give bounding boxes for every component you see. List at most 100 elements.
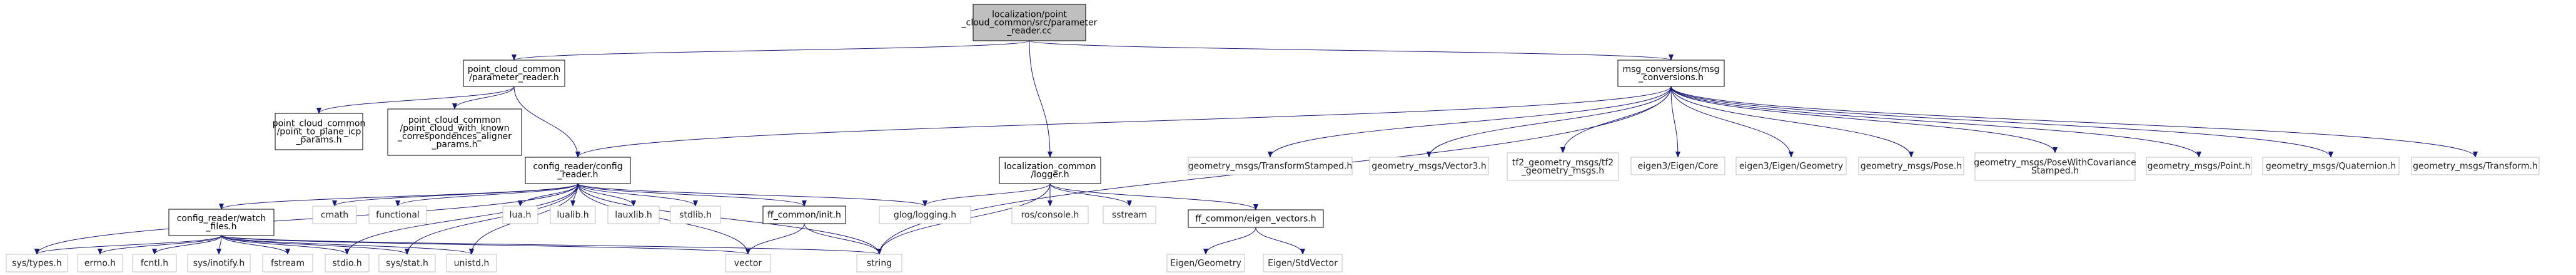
node-box-quat — [2262, 157, 2400, 175]
node-pose: geometry_msgs/Pose.h — [1858, 157, 1964, 175]
node-eigengeom: Eigen/Geometry — [1166, 254, 1245, 272]
edge-configreader-to-string — [577, 183, 882, 255]
node-label-icp-line-0: point_cloud_common — [273, 119, 366, 129]
node-label-configreader-line-1: _reader.h — [557, 170, 599, 180]
node-box-logger — [999, 157, 1101, 184]
node-box-eigengeom3 — [1735, 157, 1847, 175]
node-box-rosconsole — [1011, 205, 1089, 224]
node-box-string — [856, 254, 902, 272]
node-box-eigencore — [1630, 157, 1725, 175]
edge-msgconv-to-quat — [1670, 86, 2333, 158]
node-box-sstream — [1103, 205, 1156, 224]
node-label-lua-line-0: lua.h — [510, 210, 532, 221]
node-label-eigengeom-line-0: Eigen/Geometry — [1170, 259, 1241, 269]
node-lauxlib: lauxlib.h — [607, 205, 660, 224]
node-rosconsole: ros/console.h — [1011, 205, 1089, 224]
node-label-cmath-line-0: cmath — [321, 210, 348, 221]
node-label-root-line-0: localization/point — [992, 10, 1067, 20]
edge-watch-to-stdio — [221, 235, 350, 255]
node-pccpr[interactable]: point_cloud_common/parameter_reader.h — [463, 60, 565, 87]
node-label-msgconv-line-0: msg_conversions/msg — [1622, 65, 1719, 75]
node-box-stdio — [325, 254, 370, 272]
node-tf2: tf2_geometry_msgs/tf2_geometry_msgs.h — [1507, 152, 1619, 181]
node-ffeigen[interactable]: ff_common/eigen_vectors.h — [1188, 209, 1324, 228]
node-label-tf2-line-0: tf2_geometry_msgs/tf2 — [1512, 158, 1614, 168]
node-label-posecov-line-1: Stamped.h — [2031, 166, 2079, 176]
node-tfstamped: geometry_msgs/TransformStamped.h — [1188, 157, 1353, 175]
node-label-glog-line-0: glog/logging.h — [894, 210, 956, 221]
node-label-logger-line-0: localization_common — [1004, 162, 1096, 172]
node-label-known-line-2: _correspondences_aligner — [397, 132, 512, 142]
node-box-known — [387, 108, 522, 156]
node-label-pccpr-line-0: point_cloud_common — [468, 65, 561, 75]
node-box-sysstat — [378, 254, 436, 272]
node-watch[interactable]: config_reader/watch_files.h — [168, 209, 275, 236]
node-eigengeom3: eigen3/Eigen/Geometry — [1735, 157, 1847, 175]
edge-ffeigen-to-eigengeom — [1203, 227, 1256, 255]
node-label-pccpr-line-1: /parameter_reader.h — [469, 73, 559, 83]
node-unistd: unistd.h — [446, 254, 497, 272]
node-errno: errno.h — [77, 254, 123, 272]
node-box-eigengeom — [1166, 254, 1245, 272]
node-label-eigenstd-line-0: Eigen/StdVector — [1268, 259, 1338, 269]
node-vector: vector — [725, 254, 771, 272]
node-label-systypes-line-0: sys/types.h — [12, 259, 61, 269]
edge-root-to-pccpr — [512, 40, 1030, 61]
edge-msgconv-to-tfstamped — [1268, 86, 1672, 158]
node-box-fcntl — [132, 254, 177, 272]
node-known[interactable]: point_cloud_common/point_cloud_with_know… — [387, 108, 522, 156]
node-box-tf2 — [1507, 152, 1619, 181]
node-box-cmath — [312, 205, 357, 224]
node-lualib: lualib.h — [550, 205, 596, 224]
node-functional: functional — [368, 205, 427, 224]
edge-ffeigen-to-eigenstd — [1255, 227, 1305, 255]
edge-root-to-msgconv — [1029, 40, 1674, 61]
node-ffinit[interactable]: ff_common/init.h — [762, 205, 846, 224]
node-box-stdlib — [670, 205, 721, 224]
edge-configreader-to-cmath — [332, 183, 578, 207]
node-stdlib: stdlib.h — [670, 205, 721, 224]
edge-msgconv-to-pose — [1670, 86, 1914, 158]
node-string: string — [856, 254, 902, 272]
node-sysstat: sys/stat.h — [378, 254, 436, 272]
node-label-icp-line-1: /point_to_plane_icp — [277, 127, 361, 137]
node-box-unistd — [446, 254, 497, 272]
node-box-ffeigen — [1188, 209, 1324, 228]
node-label-functional-line-0: functional — [376, 210, 420, 221]
node-msgconv[interactable]: msg_conversions/msg_conversions.h — [1617, 60, 1725, 87]
node-fcntl: fcntl.h — [132, 254, 177, 272]
node-label-tfstamped-line-0: geometry_msgs/TransformStamped.h — [1188, 162, 1353, 172]
node-root[interactable]: localization/point_cloud_common/src/para… — [961, 4, 1098, 41]
node-icp[interactable]: point_cloud_common/point_to_plane_icp_pa… — [273, 113, 366, 150]
edge-watch-to-string — [221, 235, 882, 255]
edge-configreader-to-sysstat — [405, 183, 578, 255]
edge-msgconv-to-eigencore — [1670, 86, 1680, 158]
node-glog: glog/logging.h — [879, 205, 971, 224]
edge-watch-to-fstream — [221, 235, 290, 255]
node-label-configreader-line-0: config_reader/config — [533, 162, 622, 172]
node-label-transform-line-0: geometry_msgs/Transform.h — [2413, 162, 2538, 172]
node-box-ffinit — [762, 205, 846, 224]
node-box-transform — [2411, 157, 2540, 175]
node-box-msgconv — [1617, 60, 1725, 87]
edge-msgconv-to-point — [1670, 86, 2201, 158]
edge-msgconv-to-transform — [1670, 86, 2478, 158]
node-box-posecov — [1974, 152, 2136, 181]
edge-msgconv-to-eigengeom3 — [1670, 86, 1794, 158]
edge-logger-to-sstream — [1049, 183, 1132, 207]
node-point: geometry_msgs/Point.h — [2146, 157, 2252, 175]
node-label-lualib-line-0: lualib.h — [557, 210, 588, 221]
node-configreader[interactable]: config_reader/config_reader.h — [525, 157, 631, 184]
edge-msgconv-to-tf2 — [1560, 86, 1672, 153]
file-nodes: localization/point_cloud_common/src/para… — [6, 4, 2540, 272]
node-box-tfstamped — [1188, 157, 1353, 175]
node-label-watch-line-0: config_reader/watch — [177, 214, 266, 224]
edge-msgconv-to-posecov — [1670, 86, 2058, 153]
node-cmath: cmath — [312, 205, 357, 224]
node-sstream: sstream — [1103, 205, 1156, 224]
node-box-errno — [77, 254, 123, 272]
node-label-vector3-line-0: geometry_msgs/Vector3.h — [1371, 162, 1487, 172]
node-label-lauxlib-line-0: lauxlib.h — [615, 210, 652, 221]
node-logger[interactable]: localization_common/logger.h — [999, 157, 1101, 184]
edge-watch-to-inotify — [216, 235, 222, 255]
